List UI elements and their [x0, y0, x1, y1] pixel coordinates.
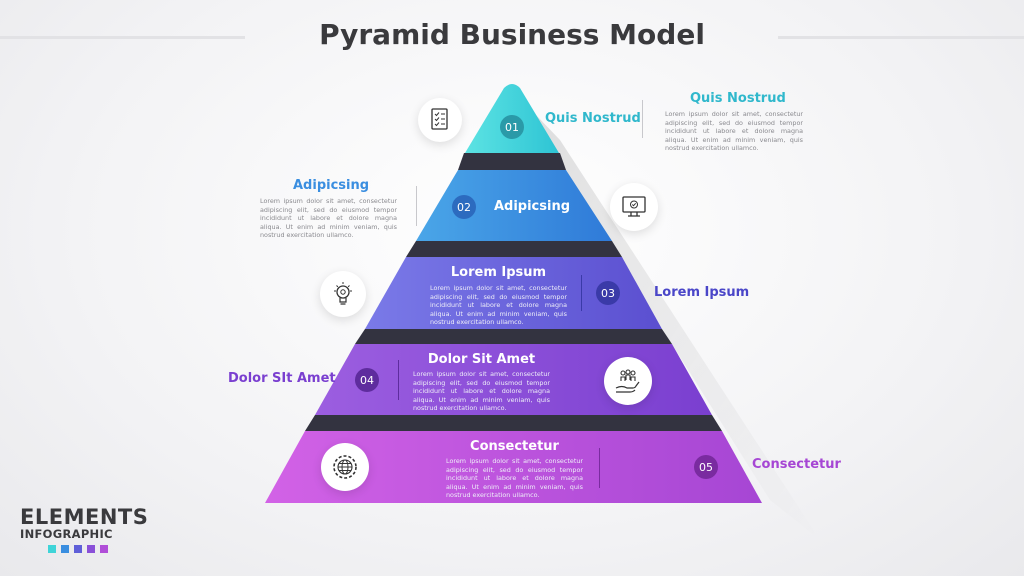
- tier-05[interactable]: [265, 431, 762, 503]
- checklist-document-icon: [431, 108, 448, 130]
- level-05-divider: [599, 448, 600, 488]
- level-03-icon-circle: [320, 271, 366, 317]
- tier-03[interactable]: [365, 257, 662, 329]
- level-02-outer-label: Adipicsing: [293, 178, 370, 193]
- level-02-description: Lorem ipsum dolor sit amet, consectetur …: [260, 197, 397, 239]
- tier-gap-4: [305, 415, 722, 431]
- level-03-divider: [581, 275, 582, 311]
- level-01-icon-circle: [418, 98, 462, 142]
- brand-swatch: [100, 545, 108, 553]
- page-title: Pyramid Business Model: [319, 18, 705, 51]
- level-01-description: Lorem ipsum dolor sit amet, consectetur …: [665, 110, 803, 152]
- tier-gap-1: [458, 153, 566, 170]
- brand-swatch: [87, 545, 95, 553]
- level-02-divider: [416, 186, 417, 226]
- level-01-divider: [642, 100, 643, 138]
- level-05-outer-label: Consectetur: [752, 457, 841, 472]
- brand-logo: ELEMENTS INFOGRAPHIC: [20, 505, 148, 553]
- hand-people-icon: [615, 369, 640, 393]
- level-badge-05: 05: [694, 455, 718, 479]
- tier-gap-2: [406, 241, 622, 257]
- brand-line-1: ELEMENTS: [20, 505, 149, 529]
- brand-line-2: INFOGRAPHIC: [20, 527, 113, 541]
- level-04-outer-label: Dolor SIt Amet: [228, 371, 336, 386]
- level-03-outer-label: Lorem Ipsum: [654, 285, 750, 300]
- title-line-left: [0, 36, 245, 39]
- tier-02[interactable]: [416, 170, 612, 241]
- level-badge-02: 02: [452, 195, 476, 219]
- level-02-inner-label: Adipicsing: [493, 199, 571, 214]
- level-04-icon-circle: [604, 357, 652, 405]
- lightbulb-gear-icon: [334, 282, 352, 305]
- title-line-right: [778, 36, 1024, 39]
- globe-gear-icon: [333, 455, 357, 479]
- level-01-inner-label: Quis Nostrud: [545, 111, 641, 126]
- level-04-divider: [398, 360, 399, 400]
- level-badge-01: 01: [500, 115, 524, 139]
- level-05-description: Lorem ipsum dolor sit amet, consectetur …: [446, 457, 583, 499]
- level-05-icon-circle: [321, 443, 369, 491]
- level-01-outer-label: Quis Nostrud: [690, 91, 786, 106]
- level-badge-04: 04: [355, 368, 379, 392]
- level-03-description: Lorem ipsum dolor sit amet, consectetur …: [430, 284, 567, 326]
- level-02-icon-circle: [610, 183, 658, 231]
- brand-swatches: [48, 545, 148, 553]
- brand-swatch: [48, 545, 56, 553]
- monitor-check-icon: [622, 196, 646, 217]
- level-03-inner-label: Lorem Ipsum: [450, 265, 547, 280]
- level-04-description: Lorem ipsum dolor sit amet, consectetur …: [413, 370, 550, 412]
- brand-swatch: [61, 545, 69, 553]
- level-badge-03: 03: [596, 281, 620, 305]
- brand-swatch: [74, 545, 82, 553]
- level-05-inner-label: Consectetur: [470, 439, 559, 454]
- tier-gap-3: [355, 329, 672, 344]
- level-04-inner-label: Dolor Sit Amet: [427, 352, 536, 367]
- pyramid-shadow: [512, 90, 820, 540]
